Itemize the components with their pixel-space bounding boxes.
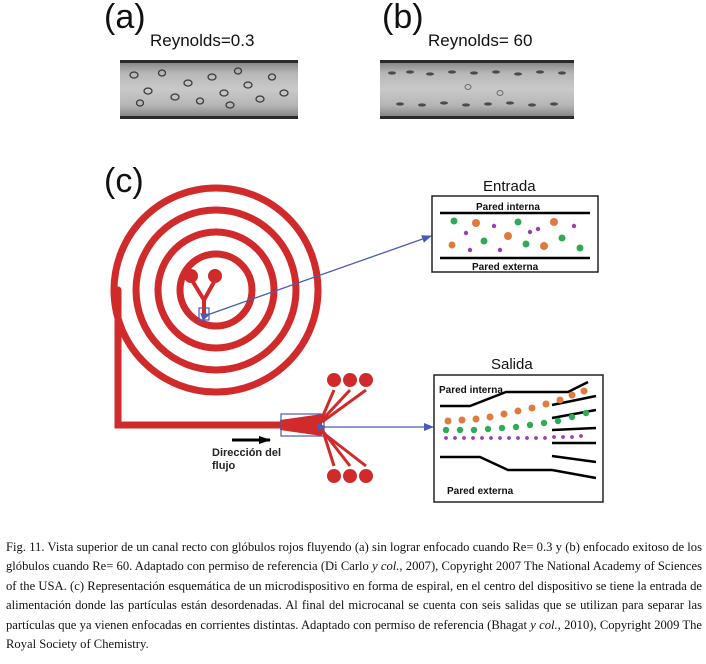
entrada-inset: Pared interna Pared externa <box>431 195 599 273</box>
panel-c-letter: (c) <box>104 162 144 200</box>
caption-text-3: , 2010), Copyright 2009 The Royal Societ… <box>6 617 702 652</box>
caption-text-2: , 2007), Copyright 2007 The National Aca… <box>6 559 702 632</box>
panel-a-micrograph <box>120 60 298 119</box>
salida-outer-wall-label: Pared externa <box>447 486 514 497</box>
caption-text-1: Vista superior de un canal recto con gló… <box>6 540 702 574</box>
outlet-region <box>280 373 373 483</box>
panel-b-letter: (b) <box>382 0 424 36</box>
panel-b-reynolds-label: Reynolds= 60 <box>428 31 533 50</box>
caption-fig-label: Fig. 11. <box>6 540 45 554</box>
caption-etal-1: y col. <box>372 559 400 574</box>
salida-inset: Pared interna Pared externa <box>433 374 604 503</box>
spiral-device-figure: (c) Dirección del flujo Entrada <box>104 162 604 503</box>
salida-inner-wall-label: Pared interna <box>439 385 503 396</box>
entrada-callout-arrow <box>200 235 432 321</box>
caption-etal-2: y col. <box>530 617 558 632</box>
entrada-title: Entrada <box>483 178 536 195</box>
salida-particles <box>442 387 590 440</box>
figure-caption: Fig. 11. Vista superior de un canal rect… <box>6 538 702 654</box>
flow-direction-label: Dirección del <box>212 447 281 459</box>
spiral-channel <box>110 184 322 429</box>
flow-direction-label-2: flujo <box>212 460 235 472</box>
panel-a-cells <box>129 67 289 109</box>
entrada-particles <box>448 217 584 253</box>
salida-title: Salida <box>491 356 533 373</box>
entrada-inner-wall-label: Pared interna <box>476 202 540 213</box>
panel-a-reynolds-label: Reynolds=0.3 <box>150 31 255 50</box>
panel-b-micrograph <box>380 60 574 119</box>
panel-b-cells <box>388 70 566 107</box>
panel-a-letter: (a) <box>104 0 146 36</box>
entrada-outer-wall-label: Pared externa <box>472 262 539 273</box>
